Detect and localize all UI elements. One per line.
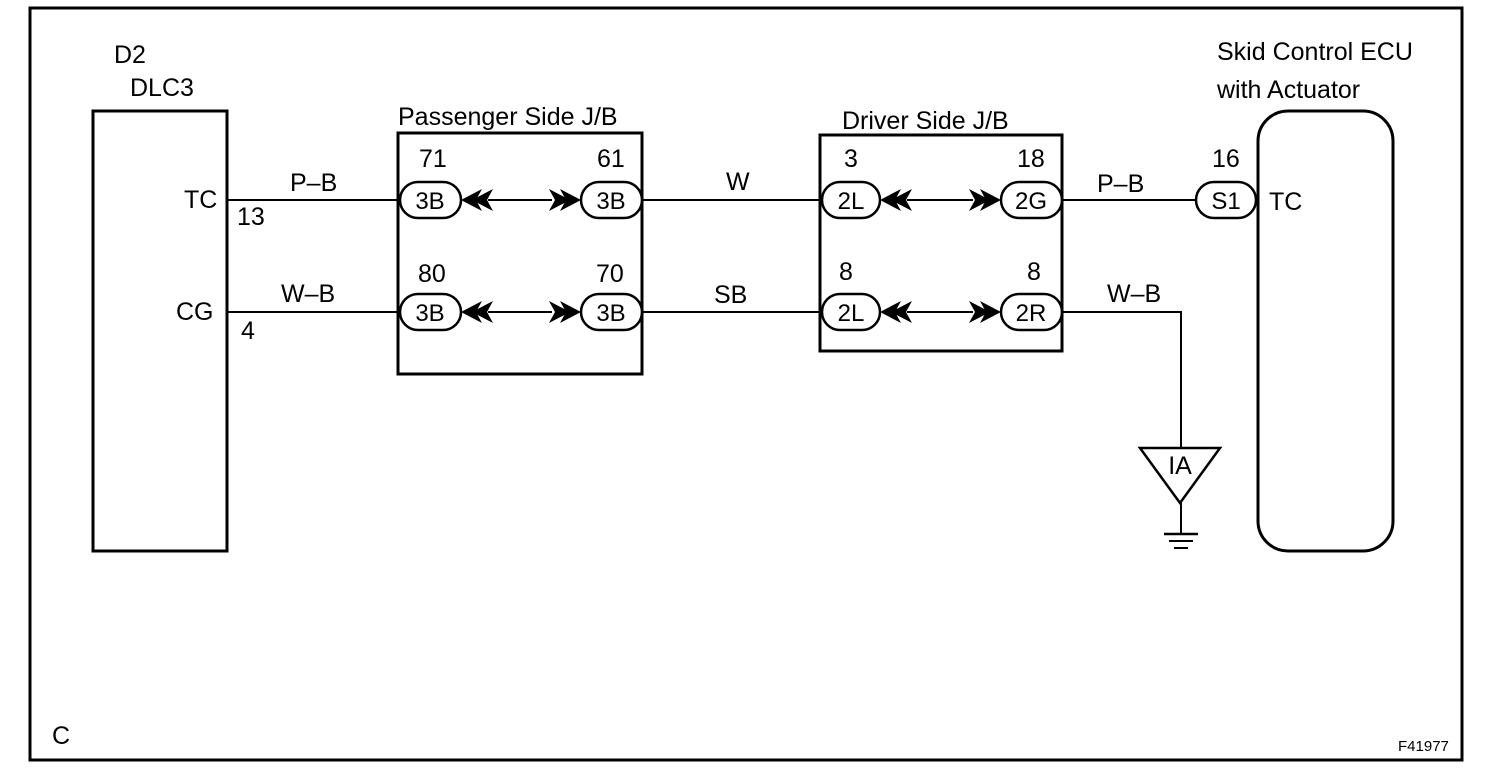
ecu-connector: S1: [1194, 180, 1258, 220]
pjb-bottom-right-conn-label: 3B: [596, 300, 625, 327]
wire-label-6: W–B: [1107, 280, 1161, 308]
djb-bottom-link: [880, 301, 1001, 323]
djb-top-right-conn-label: 2G: [1015, 188, 1047, 215]
djb-top-right-connector: 2G: [999, 180, 1064, 220]
pjb-bottom-link: [461, 301, 581, 323]
djb-bottom-left-connector: 2L: [820, 292, 882, 332]
dlc3-box: [91, 109, 229, 553]
wire-label-4: SB: [714, 281, 747, 309]
wire-djb-to-ground: [1062, 311, 1182, 448]
dlc3-id: D2: [114, 41, 146, 69]
dlc3-pin-tc: TC: [184, 186, 217, 214]
pjb-top-left-pin: 71: [419, 145, 447, 173]
wire-label-2: W–B: [281, 280, 335, 308]
pjb-top-link: [461, 189, 581, 211]
pjb-bottom-right-pin: 70: [596, 260, 624, 288]
djb-top-link: [880, 189, 1001, 211]
diagram-frame: [28, 6, 1464, 762]
pjb-bottom-left-pin: 80: [418, 260, 446, 288]
ecu-pin-number: 16: [1212, 145, 1240, 173]
passenger-jb-box: [396, 131, 644, 376]
corner-label: C: [52, 722, 70, 750]
pjb-top-left-connector: 3B: [398, 180, 463, 220]
wire-label-3: W: [726, 168, 750, 196]
dlc3-pin-cg: CG: [176, 298, 214, 326]
djb-top-left-conn-label: 2L: [838, 188, 865, 215]
dlc3-cg-number: 4: [241, 317, 255, 345]
wire-label-1: P–B: [290, 169, 337, 197]
pjb-top-right-connector: 3B: [579, 180, 644, 220]
ground-label: IA: [1168, 452, 1192, 480]
djb-bottom-right-connector: 2R: [999, 292, 1064, 332]
pjb-bottom-left-connector: 3B: [398, 292, 463, 332]
ecu-title-line2: with Actuator: [1216, 76, 1360, 104]
ecu-box: [1256, 109, 1395, 553]
pjb-top-right-conn-label: 3B: [596, 188, 625, 215]
djb-bottom-left-pin: 8: [839, 258, 853, 286]
pjb-top-left-conn-label: 3B: [415, 188, 444, 215]
wire-label-5: P–B: [1097, 170, 1144, 198]
ecu-title-line1: Skid Control ECU: [1217, 38, 1413, 66]
djb-bottom-right-pin: 8: [1027, 258, 1041, 286]
ground-point-ia: IA: [1137, 446, 1223, 549]
djb-top-left-pin: 3: [844, 145, 858, 173]
djb-top-right-pin: 18: [1017, 145, 1045, 173]
djb-bottom-right-conn-label: 2R: [1016, 300, 1047, 327]
ecu-terminal-label: TC: [1269, 188, 1302, 216]
ecu-conn-label: S1: [1211, 188, 1240, 215]
pjb-top-right-pin: 61: [597, 145, 625, 173]
figure-code: F41977: [1398, 738, 1449, 755]
passenger-jb-title: Passenger Side J/B: [398, 103, 618, 131]
dlc3-name: DLC3: [130, 74, 194, 102]
pjb-bottom-left-conn-label: 3B: [415, 300, 444, 327]
dlc3-tc-number: 13: [237, 203, 265, 231]
pjb-bottom-right-connector: 3B: [579, 292, 644, 332]
djb-top-left-connector: 2L: [820, 180, 882, 220]
driver-jb-title: Driver Side J/B: [842, 107, 1009, 135]
driver-jb-box: [818, 133, 1064, 353]
djb-bottom-left-conn-label: 2L: [838, 300, 865, 327]
